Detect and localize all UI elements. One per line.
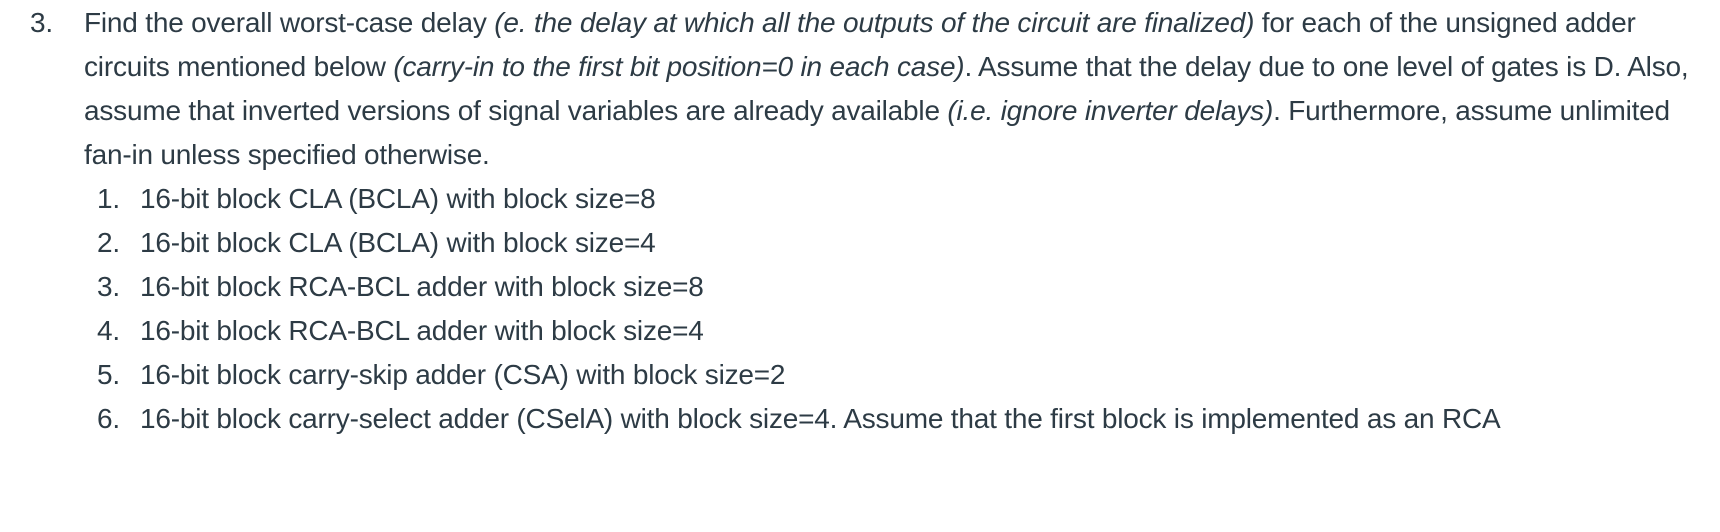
list-item-text: 16-bit block RCA-BCL adder with block si…	[140, 271, 704, 302]
list-item: 3. 16-bit block RCA-BCL adder with block…	[84, 265, 1696, 309]
list-item-text: 16-bit block RCA-BCL adder with block si…	[140, 315, 704, 346]
list-item-text: 16-bit block carry-skip adder (CSA) with…	[140, 359, 786, 390]
list-item: 4. 16-bit block RCA-BCL adder with block…	[84, 309, 1696, 353]
list-item-text: 16-bit block carry-select adder (CSelA) …	[140, 403, 1501, 434]
list-item: 6. 16-bit block carry-select adder (CSel…	[84, 397, 1696, 441]
intro-text-run: for each of the unsigned adder circuits …	[84, 7, 1636, 82]
list-item: 1. 16-bit block CLA (BCLA) with block si…	[84, 177, 1696, 221]
list-item-text: 16-bit block CLA (BCLA) with block size=…	[140, 227, 656, 258]
sub-question-list: 1. 16-bit block CLA (BCLA) with block si…	[84, 177, 1696, 441]
list-item-number: 3.	[97, 271, 120, 302]
list-item-number: 2.	[97, 227, 120, 258]
intro-text-run: . Furthermore, assume unlimited fan-in u…	[84, 95, 1670, 170]
question-content: Find the overall worst-case delay (e. th…	[84, 1, 1696, 441]
question-item: 3. Find the overall worst-case delay (e.…	[30, 1, 1720, 441]
list-item-number: 4.	[97, 315, 120, 346]
list-item-text: 16-bit block CLA (BCLA) with block size=…	[140, 183, 656, 214]
intro-text-run: Find the overall worst-case delay	[84, 7, 495, 38]
intro-italic-note: (carry-in to the first bit position=0 in…	[393, 51, 965, 82]
intro-italic-note: (e. the delay at which all the outputs o…	[494, 7, 1255, 38]
list-item-number: 6.	[97, 403, 120, 434]
intro-italic-note: (i.e. ignore inverter delays)	[947, 95, 1274, 126]
list-item-number: 5.	[97, 359, 120, 390]
list-item-number: 1.	[97, 183, 120, 214]
question-intro-paragraph: Find the overall worst-case delay (e. th…	[84, 1, 1696, 177]
list-item: 5. 16-bit block carry-skip adder (CSA) w…	[84, 353, 1696, 397]
question-number: 3.	[30, 7, 53, 38]
list-item: 2. 16-bit block CLA (BCLA) with block si…	[84, 221, 1696, 265]
intro-text-run: . Assume that the delay due to one level…	[84, 51, 1689, 126]
